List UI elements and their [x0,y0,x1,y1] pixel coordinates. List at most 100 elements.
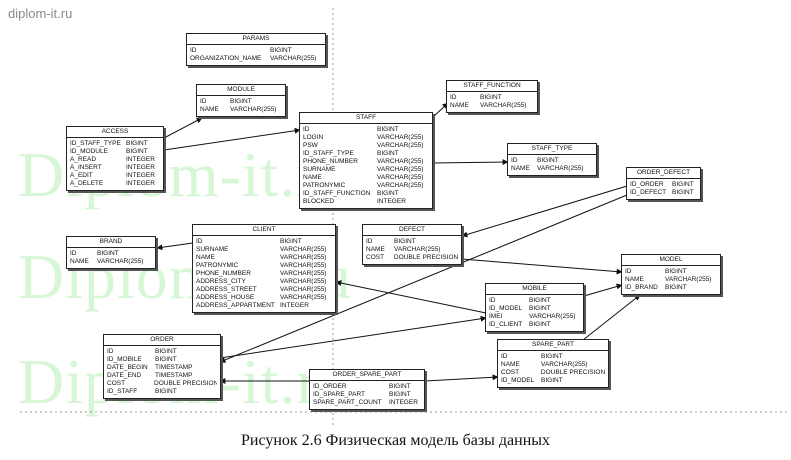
column-name: LOGIN [303,134,324,141]
link-access-module [163,117,203,139]
figure-caption: Рисунок 2.6 Физическая модель базы данны… [240,432,551,449]
column-name: ID [190,47,197,54]
column-name: ID [511,157,518,164]
column-type: VARCHAR(255) [480,102,527,109]
column-name: ID [200,98,207,105]
column-name: ID_MODULE [70,148,108,155]
table-title: ORDER [104,335,220,346]
column-name: IMEI [489,313,503,320]
table-title: ORDER_SPARE_PART [310,370,424,381]
column-name: ID [501,353,508,360]
column-type: VARCHAR(255) [665,276,712,283]
table-title: STAFF [300,113,432,124]
column-type: BIGINT [389,391,411,398]
column-name: ID_STAFF_TYPE [70,140,121,147]
link-client-brand [156,242,194,251]
column-name: ID_SPARE_PART [313,391,366,398]
column-name: NAME [511,165,530,172]
table-title: STAFF_FUNCTION [447,81,537,92]
column-type: BIGINT [126,148,148,155]
column-name: ID_STAFF_TYPE [303,150,354,157]
link-mobile-model [583,283,623,297]
table-title: MOBILE [486,284,583,295]
column-name: NAME [303,174,322,181]
column-name: ADDRESS_APPARTMENT [196,302,275,309]
link-staff-function [431,102,449,119]
column-name: NAME [450,102,469,109]
column-type: VARCHAR(255) [377,182,424,189]
link-osp-sparepart [424,374,499,382]
column-name: ID [489,297,496,304]
column-type: INTEGER [377,198,406,205]
column-name: PATRONYMIC [196,262,239,269]
table-title: SPARE_PART [498,340,608,351]
link-sparepart-model [582,294,641,341]
column-type: BIGINT [537,157,559,164]
table-title: MODEL [622,255,720,266]
column-name: ADDRESS_CITY [196,278,246,285]
column-type: INTEGER [126,156,155,163]
column-name: ID [450,94,457,101]
column-type: BIGINT [270,47,292,54]
column-name: PHONE_NUMBER [303,158,358,165]
table-title: CLIENT [193,225,335,236]
column-type: INTEGER [126,172,155,179]
column-type: VARCHAR(255) [377,166,424,173]
column-type: VARCHAR(255) [280,262,327,269]
column-type: VARCHAR(255) [280,246,327,253]
column-type: VARCHAR(255) [230,106,277,113]
column-type: BIGINT [665,284,687,291]
column-type: VARCHAR(255) [97,258,144,265]
column-type: VARCHAR(255) [280,286,327,293]
column-type: VARCHAR(255) [280,254,327,261]
column-name: SPARE_PART_COUNT [313,399,382,406]
column-name: ID_ORDER [313,383,347,390]
column-type: TIMESTAMP [155,372,193,379]
column-type: TIMESTAMP [155,364,193,371]
column-name: ID_MODEL [489,305,523,312]
column-type: BIGINT [541,377,563,384]
column-name: ID [107,348,114,355]
column-type: BIGINT [394,238,416,245]
column-name: NAME [501,361,520,368]
watermark-site: diplom-it.ru [8,6,73,21]
column-type: BIGINT [377,190,399,197]
column-type: BIGINT [480,94,502,101]
link-staff-type [431,159,509,166]
table-staff-function: STAFF_FUNCTION ID BIGINT NAME VARCHAR(255) [446,80,538,113]
column-type: BIGINT [389,383,411,390]
column-type: INTEGER [389,399,418,406]
column-name: ID [303,126,310,133]
column-name: ID_MOBILE [107,356,142,363]
column-name: ADDRESS_STREET [196,286,257,293]
column-name: ADDRESS_HOUSE [196,294,255,301]
table-title: DEFECT [363,225,461,236]
column-type: VARCHAR(255) [377,142,424,149]
column-name: A_READ [70,156,97,163]
column-type: VARCHAR(255) [377,158,424,165]
column-name: ID_STAFF [107,388,138,395]
column-name: PATRONYMIC [303,182,346,189]
column-name: ORGANIZATION_NAME [190,55,262,62]
column-type: VARCHAR(255) [270,55,317,62]
column-type: BIGINT [155,348,177,355]
column-name: ID_STAFF_FUNCTION [303,190,371,197]
link-orderdefect-defect [461,185,628,238]
table-title: BRAND [67,237,155,248]
column-type: BIGINT [377,126,399,133]
column-type: BIGINT [126,140,148,147]
column-type: VARCHAR(255) [541,361,588,368]
column-type: BIGINT [665,268,687,275]
column-type: VARCHAR(255) [537,165,584,172]
column-type: VARCHAR(255) [280,270,327,277]
column-type: BIGINT [529,305,551,312]
